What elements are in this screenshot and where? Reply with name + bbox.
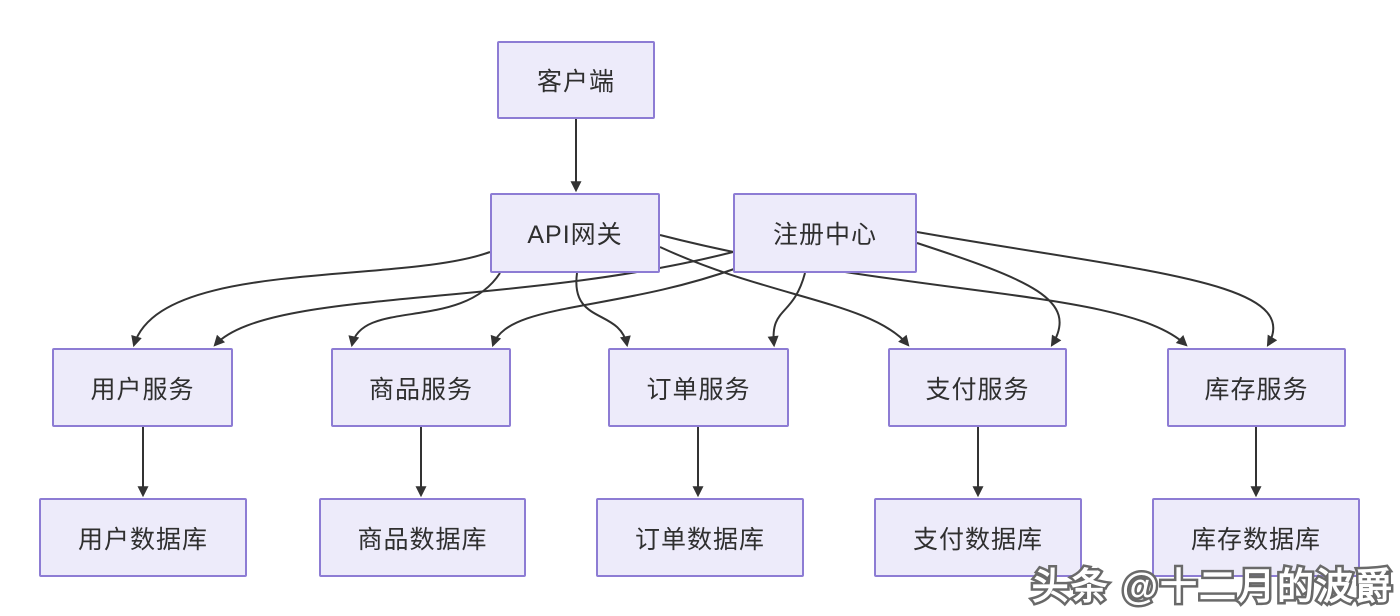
node-api-gateway: API网关 xyxy=(490,193,660,273)
node-order-service-label: 订单服务 xyxy=(646,375,751,404)
node-client-label: 客户端 xyxy=(536,68,615,96)
node-order-db: 订单数据库 xyxy=(596,498,804,577)
watermark: 头条 @十二月的波爵 xyxy=(1029,564,1394,610)
edge-api-gateway-payment-service xyxy=(659,246,910,347)
node-user-service: 用户服务 xyxy=(52,348,233,427)
edge-registry-product-service xyxy=(490,267,738,348)
edge-registry-order-service xyxy=(767,272,806,348)
node-user-db-label: 用户数据库 xyxy=(77,525,208,554)
edge-api-gateway-product-service xyxy=(348,272,501,348)
node-payment-service: 支付服务 xyxy=(888,348,1067,427)
node-product-service-label: 商品服务 xyxy=(368,375,473,404)
node-payment-db: 支付数据库 xyxy=(874,498,1082,577)
node-inventory-service-label: 库存服务 xyxy=(1204,375,1309,404)
node-order-service: 订单服务 xyxy=(608,348,789,427)
node-inventory-service: 库存服务 xyxy=(1167,348,1346,427)
node-product-service: 商品服务 xyxy=(331,348,511,427)
node-order-db-label: 订单数据库 xyxy=(634,525,765,554)
node-payment-service-label: 支付服务 xyxy=(925,375,1030,404)
node-inventory-db-label: 库存数据库 xyxy=(1190,525,1321,554)
edge-registry-payment-service xyxy=(916,242,1062,347)
edge-api-gateway-user-service xyxy=(131,251,491,348)
node-registry: 注册中心 xyxy=(733,193,917,273)
node-api-gateway-label: API网关 xyxy=(527,221,623,249)
node-registry-label: 注册中心 xyxy=(772,221,877,249)
edge-registry-inventory-service xyxy=(916,231,1278,347)
node-user-service-label: 用户服务 xyxy=(90,375,195,404)
node-product-db-label: 商品数据库 xyxy=(357,525,488,554)
node-client: 客户端 xyxy=(497,41,655,119)
node-user-db: 用户数据库 xyxy=(39,498,247,577)
node-product-db: 商品数据库 xyxy=(319,498,526,577)
node-inventory-db: 库存数据库 xyxy=(1152,498,1360,577)
node-payment-db-label: 支付数据库 xyxy=(912,525,1043,554)
edge-api-gateway-order-service xyxy=(575,272,631,348)
